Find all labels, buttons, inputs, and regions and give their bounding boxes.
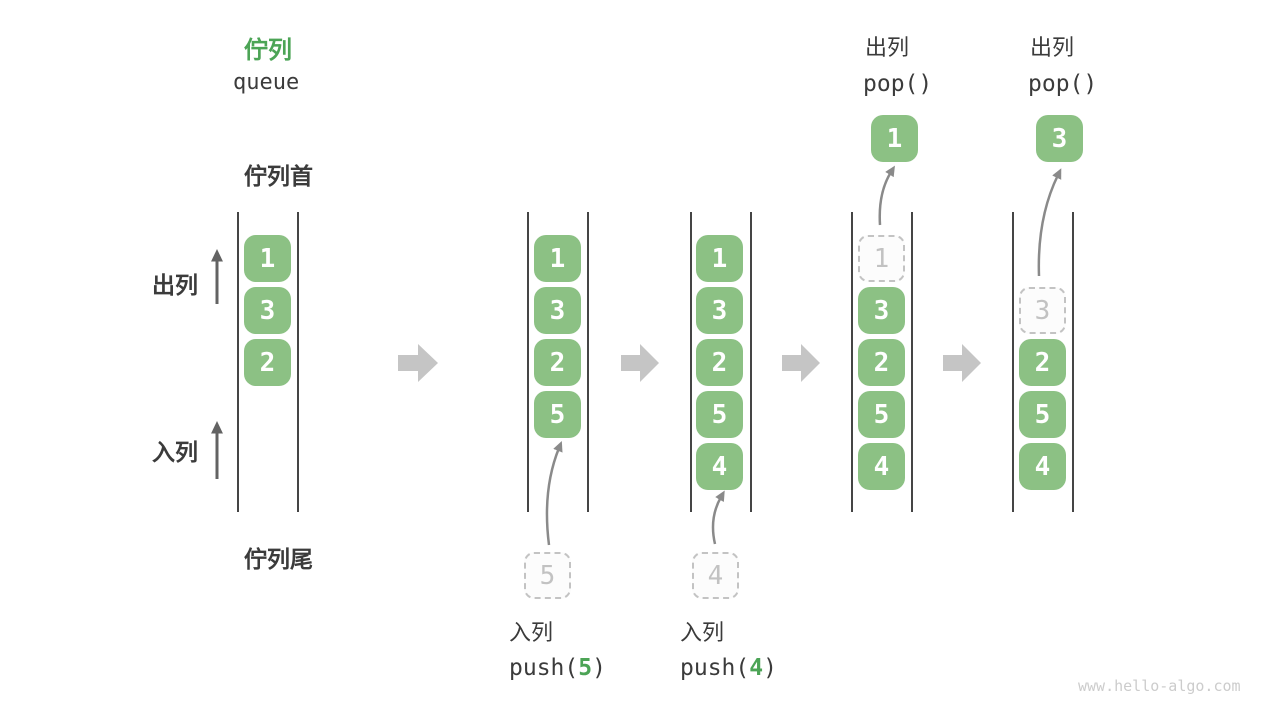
pop-1-label-zh: 出列 — [865, 35, 910, 60]
push-5-label: 入列 push(5) — [509, 615, 606, 681]
queue-element: 2 — [696, 339, 743, 386]
queue-element: 1 — [696, 235, 743, 282]
queue-rail — [237, 212, 239, 512]
step-transition-arrow-3 — [782, 344, 820, 382]
queue-rail — [690, 212, 692, 512]
push-5-label-code: push(5) — [509, 655, 606, 681]
queue-element: 4 — [1019, 443, 1066, 490]
queue-element: 3 — [696, 287, 743, 334]
pop-3-label-code: pop() — [1028, 71, 1098, 97]
queue-element: 3 — [858, 287, 905, 334]
label-queue-front: 佇列首 — [244, 163, 313, 189]
queue-rail — [911, 212, 913, 512]
queue-rail — [1012, 212, 1014, 512]
queue-rail — [587, 212, 589, 512]
page-title-en: queue — [233, 70, 300, 95]
queue-element: 2 — [534, 339, 581, 386]
push-4-label-zh: 入列 — [680, 620, 725, 645]
pop-3-arrow — [1037, 168, 1062, 277]
step-transition-arrow-1 — [398, 344, 438, 382]
popped-element: 3 — [1036, 115, 1083, 162]
queue-element: 5 — [1019, 391, 1066, 438]
push-4-arrow — [711, 490, 725, 545]
queue-element: 1 — [244, 235, 291, 282]
page-title-zh: 佇列 — [244, 37, 292, 64]
removed-element-ghost: 1 — [858, 235, 905, 282]
queue-element: 3 — [534, 287, 581, 334]
queue-element: 4 — [696, 443, 743, 490]
pop-3-label-zh: 出列 — [1030, 35, 1075, 60]
queue-element: 2 — [244, 339, 291, 386]
queue-element: 1 — [534, 235, 581, 282]
push-4-label-code: push(4) — [680, 655, 777, 681]
queue-rail — [527, 212, 529, 512]
pop-1-label-code: pop() — [863, 71, 933, 97]
label-enqueue: 入列 — [152, 439, 198, 465]
pop-1-label: 出列 pop() — [863, 30, 933, 97]
queue-element: 2 — [858, 339, 905, 386]
label-queue-rear: 佇列尾 — [244, 546, 313, 572]
queue-rail — [750, 212, 752, 512]
queue-element: 3 — [244, 287, 291, 334]
removed-element-ghost: 3 — [1019, 287, 1066, 334]
queue-rail — [297, 212, 299, 512]
incoming-element-ghost: 5 — [524, 552, 571, 599]
popped-element: 1 — [871, 115, 918, 162]
push-4-label: 入列 push(4) — [680, 615, 777, 681]
step-transition-arrow-4 — [943, 344, 981, 382]
queue-rail — [851, 212, 853, 512]
incoming-element-ghost: 4 — [692, 552, 739, 599]
step-transition-arrow-2 — [621, 344, 659, 382]
queue-element: 5 — [534, 391, 581, 438]
queue-element: 5 — [858, 391, 905, 438]
push-5-arrow — [545, 441, 563, 546]
push-5-label-zh: 入列 — [509, 620, 554, 645]
queue-element: 4 — [858, 443, 905, 490]
watermark: www.hello-algo.com — [1078, 677, 1241, 695]
label-dequeue: 出列 — [152, 272, 198, 298]
pop-1-arrow — [878, 165, 895, 226]
queue-element: 5 — [696, 391, 743, 438]
queue-element: 2 — [1019, 339, 1066, 386]
pop-3-label: 出列 pop() — [1028, 30, 1098, 97]
queue-rail — [1072, 212, 1074, 512]
